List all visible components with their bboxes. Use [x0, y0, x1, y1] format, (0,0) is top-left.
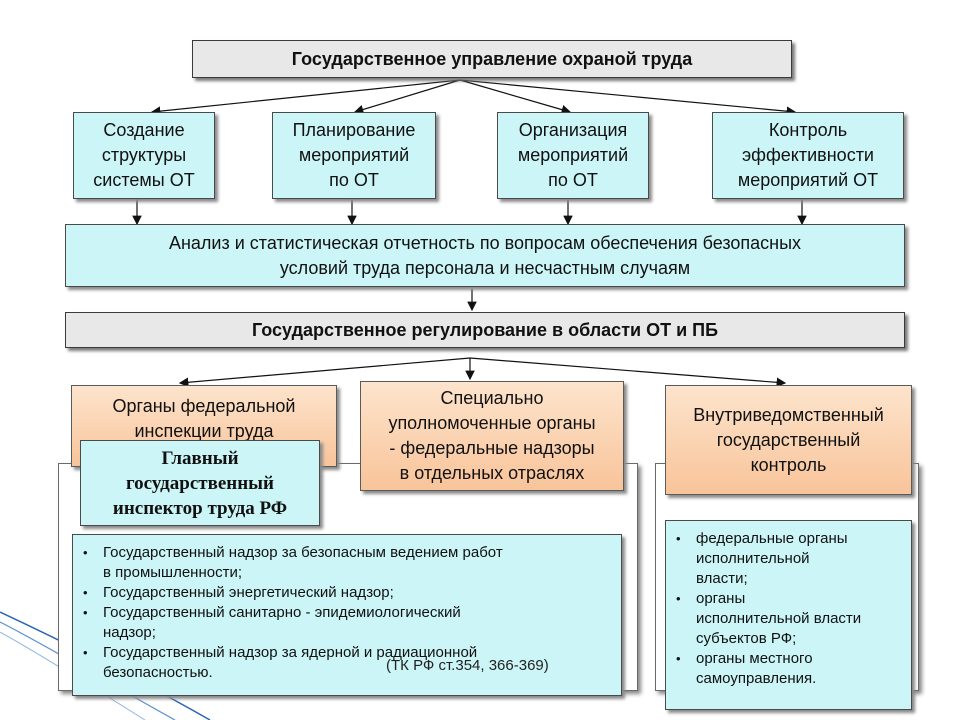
- diagram-title-box: Государственное управление охраной труда: [192, 40, 792, 78]
- chief-inspector-box: Главный государственный инспектор труда …: [80, 440, 320, 526]
- function-line: Контроль: [768, 120, 848, 140]
- function-box-structure: Создание структуры системы ОТ: [73, 112, 215, 199]
- special-bodies-box: Специально уполномоченные органы - федер…: [360, 381, 624, 491]
- chief-line: инспектор труда РФ: [112, 497, 288, 519]
- list-item: Государственный надзор за безопасным вед…: [73, 543, 503, 583]
- internal-line: государственный: [716, 429, 861, 450]
- federal-line: Органы федеральной: [112, 396, 296, 416]
- control-list-box: федеральные органы исполнительной власти…: [665, 520, 912, 710]
- supervision-list-box: Государственный надзор за безопасным вед…: [72, 534, 622, 696]
- diagram-title: Государственное управление охраной труда: [291, 48, 693, 69]
- function-line: по ОТ: [329, 170, 379, 190]
- function-line: структуры: [101, 145, 187, 165]
- function-line: по ОТ: [548, 170, 598, 190]
- special-line: - федеральные надзоры: [389, 438, 595, 458]
- list-item: органы местного самоуправления.: [666, 649, 861, 689]
- special-line: уполномоченные органы: [388, 413, 596, 433]
- regulation-box: Государственное регулирование в области …: [65, 312, 905, 348]
- list-item: федеральные органы исполнительной власти…: [666, 529, 861, 589]
- analysis-box: Анализ и статистическая отчетность по во…: [65, 224, 905, 287]
- control-list: федеральные органы исполнительной власти…: [666, 529, 861, 689]
- function-box-planning: Планирование мероприятий по ОТ: [272, 112, 436, 199]
- list-item: Государственный санитарно - эпидемиологи…: [73, 603, 503, 643]
- chief-line: государственный: [126, 472, 274, 494]
- internal-control-box: Внутриведомственный государственный конт…: [665, 385, 912, 495]
- chief-line: Главный: [161, 447, 239, 469]
- function-line: Создание: [103, 120, 185, 140]
- tk-reference: (ТК РФ ст.354, 366-369): [386, 657, 549, 674]
- special-line: в отдельных отраслях: [399, 463, 585, 483]
- function-line: мероприятий: [517, 145, 629, 165]
- supervision-list: Государственный надзор за безопасным вед…: [73, 543, 503, 683]
- list-item: Государственный энергетический надзор;: [73, 583, 503, 603]
- list-item: Государственный надзор за ядерной и ради…: [73, 643, 503, 683]
- function-line: эффективности: [741, 145, 874, 165]
- function-line: мероприятий ОТ: [737, 170, 879, 190]
- function-line: системы ОТ: [93, 170, 195, 190]
- function-box-organization: Организация мероприятий по ОТ: [497, 112, 649, 199]
- analysis-line: условий труда персонала и несчастным слу…: [279, 257, 691, 278]
- function-line: Организация: [518, 120, 628, 140]
- internal-line: Внутриведомственный: [693, 404, 884, 425]
- function-box-control: Контроль эффективности мероприятий ОТ: [712, 112, 904, 199]
- list-item: органы исполнительной власти субъектов Р…: [666, 589, 861, 649]
- function-line: Планирование: [292, 120, 416, 140]
- internal-line: контроль: [750, 454, 827, 475]
- special-line: Специально: [440, 388, 544, 408]
- function-line: мероприятий: [298, 145, 410, 165]
- analysis-line: Анализ и статистическая отчетность по во…: [168, 232, 802, 253]
- regulation-label: Государственное регулирование в области …: [251, 319, 719, 340]
- federal-line: инспекции труда: [134, 421, 274, 441]
